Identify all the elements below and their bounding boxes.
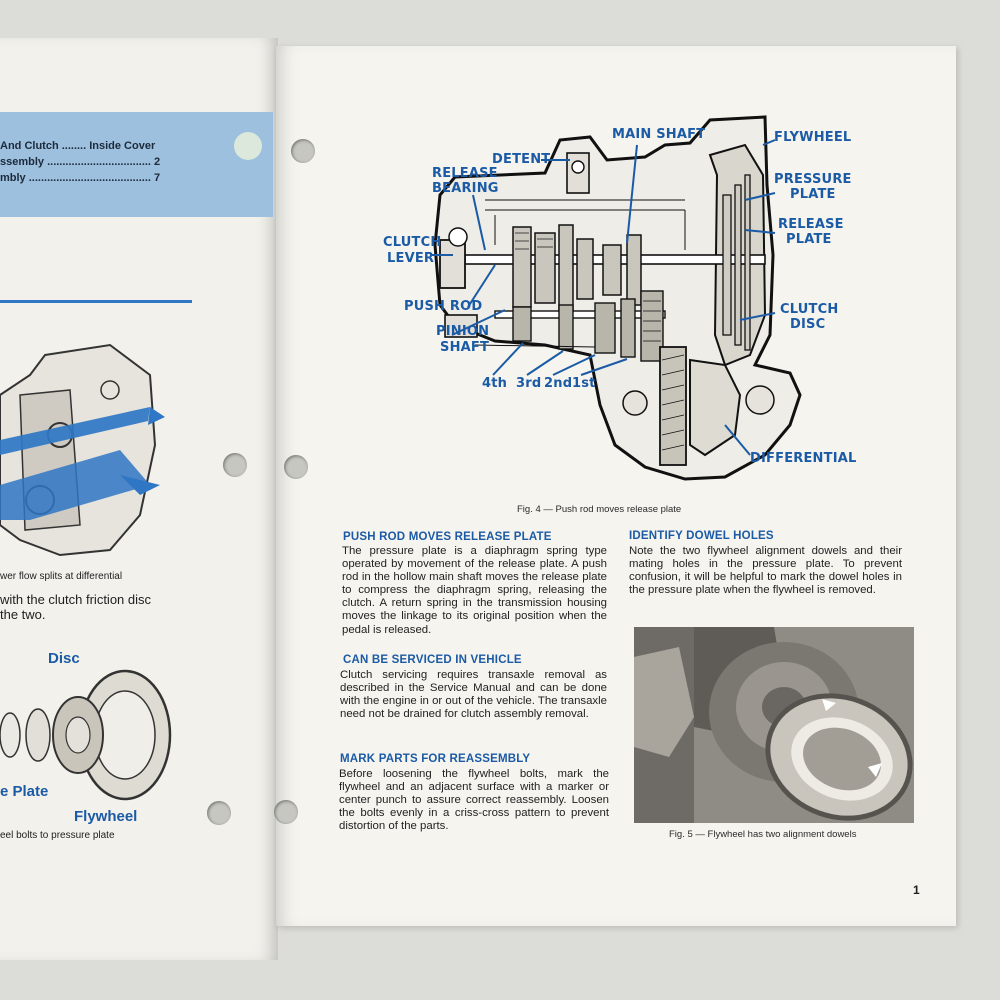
transaxle-cutaway-diagram	[433, 115, 802, 481]
callout-pressure-plate-1: PRESSURE	[774, 172, 852, 187]
binder-hole	[274, 800, 298, 824]
callout-clutch-disc-1: CLUTCH	[780, 302, 839, 317]
callout-release-bearing-1: RELEASE	[432, 166, 498, 181]
figure-4-caption: Fig. 4 — Push rod moves release plate	[517, 504, 682, 515]
callout-main-shaft: MAIN SHAFT	[612, 127, 706, 142]
flywheel-photo	[634, 627, 914, 823]
callout-clutch-disc-2: DISC	[790, 317, 826, 332]
page-number: 1	[913, 883, 920, 897]
binder-hole	[223, 453, 247, 477]
paragraph-mark-parts: Before loosening the flywheel bolts, mar…	[339, 768, 609, 833]
paragraph-serviced-in-vehicle: Clutch servicing requires transaxle remo…	[340, 669, 607, 721]
callout-pressure-plate-2: PLATE	[790, 187, 836, 202]
heading-serviced-in-vehicle: CAN BE SERVICED IN VEHICLE	[343, 654, 522, 666]
binder-hole	[291, 139, 315, 163]
left-section-rule	[0, 300, 192, 303]
left-clutch-illustration	[0, 669, 172, 801]
disc-label: Disc	[48, 650, 80, 667]
left-figure-caption: wer flow splits at differential	[0, 571, 123, 582]
heading-push-rod: PUSH ROD MOVES RELEASE PLATE	[343, 531, 552, 543]
paragraph-dowel-holes: Note the two flywheel alignment dowels a…	[629, 545, 902, 597]
callout-gear-2nd: 2nd	[544, 376, 573, 391]
toc-entry-2: ssembly ................................…	[0, 156, 161, 168]
callout-pinion-shaft-2: SHAFT	[440, 340, 490, 355]
callout-pinion-shaft-1: PINION	[436, 324, 490, 339]
heading-mark-parts: MARK PARTS FOR REASSEMBLY	[340, 753, 531, 765]
callout-release-plate-1: RELEASE	[778, 217, 844, 232]
binder-hole	[284, 455, 308, 479]
callout-release-plate-2: PLATE	[786, 232, 832, 247]
pressure-plate-label: e Plate	[0, 783, 49, 800]
toc-entry-1: And Clutch ........ Inside Cover	[0, 140, 156, 152]
callout-differential: DIFFERENTIAL	[750, 451, 857, 466]
callout-gear-1st: 1st	[572, 376, 596, 391]
toc-entry-3: mbly ...................................…	[0, 172, 161, 184]
callout-leader-lines	[430, 139, 776, 456]
callout-clutch-lever-2: LEVER	[387, 251, 435, 266]
tape-mark	[234, 132, 262, 160]
flywheel-label: Flywheel	[74, 808, 138, 825]
binder-hole	[207, 801, 231, 825]
callout-flywheel: FLYWHEEL	[774, 130, 852, 145]
heading-dowel-holes: IDENTIFY DOWEL HOLES	[629, 530, 774, 542]
callout-push-rod: PUSH ROD	[404, 299, 483, 314]
left-paragraph-line-2: the two.	[0, 607, 46, 622]
figure-5-caption: Fig. 5 — Flywheel has two alignment dowe…	[669, 829, 857, 840]
callout-clutch-lever-1: CLUTCH	[383, 235, 442, 250]
left-transaxle-illustration	[0, 343, 165, 557]
left-bottom-caption: eel bolts to pressure plate	[0, 830, 115, 841]
left-paragraph-line-1: with the clutch friction disc	[0, 592, 152, 607]
callout-gear-3rd: 3rd	[516, 376, 542, 391]
callout-detent: DETENT	[492, 152, 551, 167]
callout-gear-4th: 4th	[482, 376, 508, 391]
paragraph-push-rod: The pressure plate is a diaphragm spring…	[342, 545, 607, 636]
toc-band: And Clutch ........ Inside Cover ssembly…	[0, 112, 273, 217]
callout-release-bearing-2: BEARING	[432, 181, 499, 196]
